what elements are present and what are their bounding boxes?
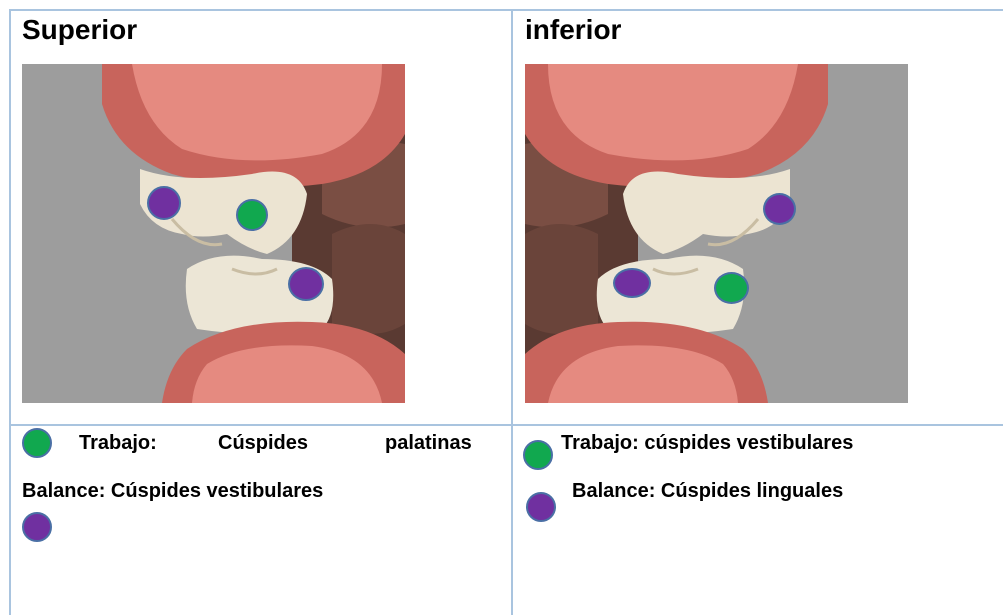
working-legend-word: Cúspides xyxy=(218,431,308,455)
working-legend-marker xyxy=(523,440,553,470)
balance-legend-marker xyxy=(526,492,556,522)
table-left-border xyxy=(9,9,11,615)
table-column-divider xyxy=(511,9,513,615)
superior-title: Superior xyxy=(22,14,137,46)
balancing-cusp-marker xyxy=(288,267,324,301)
balance-legend-label: Balance: Cúspides linguales xyxy=(572,479,843,503)
balancing-cusp-marker xyxy=(613,268,651,298)
table-top-border xyxy=(10,9,1003,11)
inferior-photo xyxy=(525,64,908,403)
balancing-cusp-marker xyxy=(147,186,181,220)
superior-photo xyxy=(22,64,405,403)
balancing-cusp-marker xyxy=(763,193,796,225)
inferior-title: inferior xyxy=(525,14,621,46)
working-legend-label: Trabajo: xyxy=(79,431,157,455)
table-row-divider xyxy=(10,424,1003,426)
working-legend-word: palatinas xyxy=(385,431,472,455)
working-cusp-marker xyxy=(714,272,749,304)
working-legend-label: Trabajo: cúspides vestibulares xyxy=(561,431,853,455)
working-cusp-marker xyxy=(236,199,268,231)
working-legend-marker xyxy=(22,428,52,458)
balance-legend-marker xyxy=(22,512,52,542)
balance-legend-label: Balance: Cúspides vestibulares xyxy=(22,479,323,503)
